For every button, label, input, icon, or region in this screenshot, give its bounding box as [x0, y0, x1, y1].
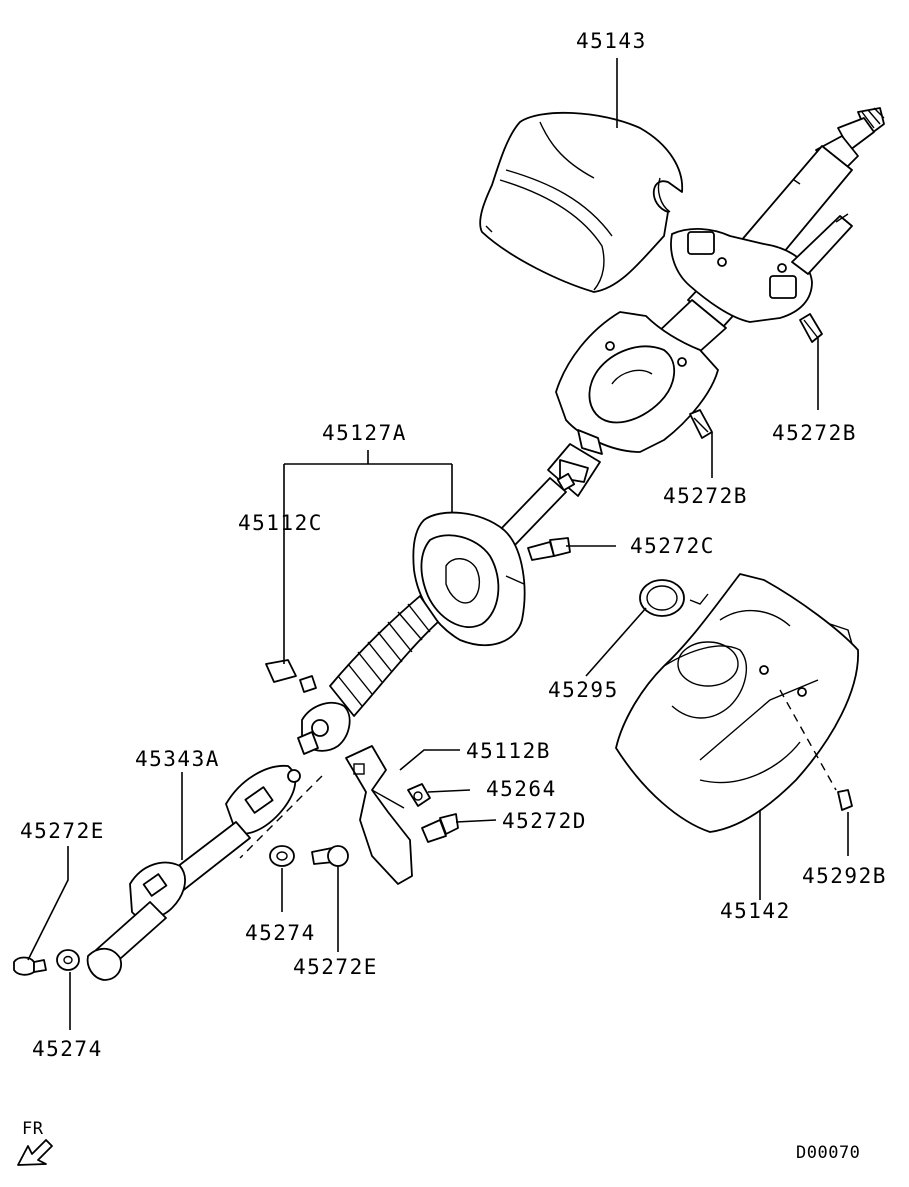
leader-lines — [27, 58, 849, 1030]
column-housing — [555, 311, 719, 455]
label-45272d: 45272D — [502, 809, 587, 833]
dust-seal-assembly — [412, 511, 526, 647]
lower-universal-joint — [86, 765, 301, 981]
label-45272b-upper: 45272B — [772, 421, 857, 445]
label-45143: 45143 — [576, 29, 647, 53]
boot-lower-collar — [297, 701, 351, 755]
label-45295: 45295 — [548, 678, 619, 702]
screw-45292b — [837, 789, 853, 811]
bolt-45272e-left — [13, 956, 47, 976]
joint-centerline — [239, 775, 323, 859]
bolt-45272e-mid — [311, 845, 349, 867]
washer-45274-left — [56, 949, 80, 971]
nut-45264 — [407, 783, 431, 807]
washer-45274-mid — [269, 845, 295, 867]
bolt-45272c — [527, 537, 571, 561]
clip-45112b — [345, 745, 413, 885]
label-45272c: 45272C — [630, 534, 715, 558]
intermediate-joint — [547, 443, 601, 497]
label-45112b: 45112B — [466, 739, 551, 763]
lower-column-cover — [615, 573, 859, 833]
front-arrow-icon — [17, 1139, 53, 1166]
label-45292b: 45292B — [802, 864, 887, 888]
clip-45112c — [265, 659, 317, 693]
bolt-45272b-lower — [689, 409, 713, 439]
tilt-bracket — [670, 213, 853, 323]
bellows-boot — [329, 595, 439, 717]
bolt-45272d — [421, 813, 459, 843]
label-45274-left: 45274 — [32, 1037, 103, 1061]
label-45343a: 45343A — [135, 747, 220, 771]
label-45274-mid: 45274 — [245, 921, 316, 945]
ring-45295 — [639, 579, 685, 617]
label-45142: 45142 — [720, 899, 791, 923]
label-45272e-left: 45272E — [20, 819, 105, 843]
bolt-45272b-upper — [799, 313, 823, 343]
label-45264: 45264 — [486, 777, 557, 801]
screw-centerline — [779, 689, 837, 791]
label-45112c: 45112C — [238, 511, 323, 535]
label-45272b-lower: 45272B — [663, 484, 748, 508]
label-45272e-mid: 45272E — [293, 955, 378, 979]
diagram-code: D00070 — [796, 1143, 860, 1163]
label-45127a: 45127A — [322, 421, 407, 445]
upper-column-cover — [479, 111, 684, 293]
front-marker-label: FR — [22, 1119, 44, 1139]
